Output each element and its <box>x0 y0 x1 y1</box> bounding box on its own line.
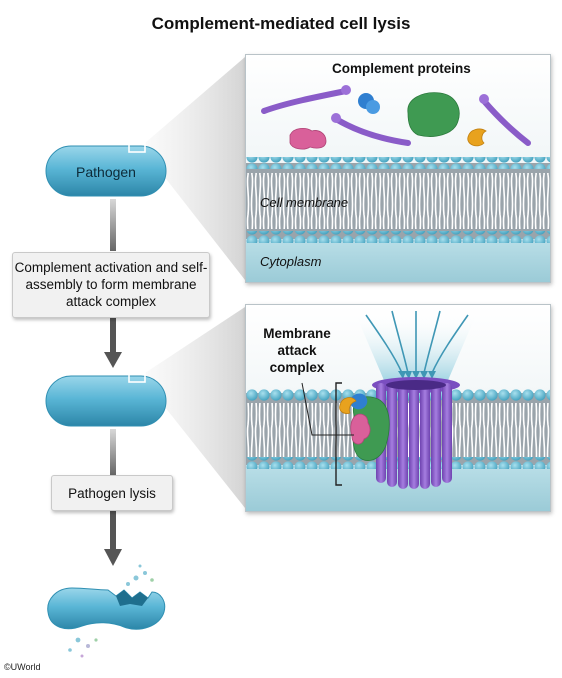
complement-protein-pink <box>289 127 327 150</box>
mac-pore-opening <box>386 380 446 390</box>
cell-membrane-label: Cell membrane <box>260 195 349 210</box>
mac-label: Membrane attack complex <box>263 326 331 375</box>
mac-protein-blue <box>350 393 368 410</box>
zoom-marker-top <box>128 141 146 153</box>
lysis-opening <box>116 590 148 606</box>
panel1-title: Complement proteins <box>332 61 471 76</box>
copyright: ©UWorld <box>4 662 41 672</box>
mac-pore-barrel <box>376 383 452 489</box>
mac-protein-orange <box>339 397 357 414</box>
cytoplasm <box>246 243 550 282</box>
lysed-pathogen <box>47 587 166 630</box>
step-complement-activation: Complement activation and self-assembly … <box>12 252 210 318</box>
panel2-art <box>246 305 550 511</box>
membrane-outer-heads <box>246 157 550 169</box>
complement-protein-rod-1 <box>261 85 351 114</box>
flow-arrow-shaft-4 <box>110 511 116 551</box>
flow-arrow-head-2 <box>104 549 122 566</box>
pathogen-label: Pathogen <box>76 164 136 180</box>
influx-arrows <box>365 310 469 374</box>
zoom-wedge-bottom <box>145 307 245 508</box>
flow-arrow-head-1 <box>104 352 122 368</box>
flow-arrow-shaft-3 <box>110 429 116 475</box>
complement-protein-green <box>407 92 460 137</box>
zoom-marker-bottom <box>128 371 146 383</box>
pathogen-cell-middle <box>45 375 167 427</box>
panel-membrane-attack-complex: Membrane attack complex <box>245 304 551 512</box>
mac-protein-pink <box>350 413 371 445</box>
flow-arrow-shaft-1 <box>110 199 116 251</box>
complement-protein-rod-2 <box>331 113 411 146</box>
figure-title: Complement-mediated cell lysis <box>151 14 411 33</box>
influx-arrowheads <box>398 371 436 379</box>
complement-protein-orange <box>467 128 487 147</box>
complement-protein-blue <box>358 93 380 114</box>
zoom-wedge-top <box>145 57 245 280</box>
membrane-inner-heads <box>246 231 550 243</box>
complement-protein-rod-3 <box>479 94 531 146</box>
panel-complement-proteins: Complement proteins Cell membrane Cytopl… <box>245 54 551 283</box>
flow-arrow-shaft-2 <box>110 318 116 354</box>
membrane-tails <box>246 173 550 229</box>
pathogen-cell-top <box>45 145 167 197</box>
mac-pointer-line <box>301 382 354 436</box>
panel1-art <box>246 55 550 282</box>
mac-bracket <box>335 382 342 486</box>
step-pathogen-lysis: Pathogen lysis <box>51 475 173 511</box>
cytoplasm-label: Cytoplasm <box>260 254 322 269</box>
released-contents <box>68 564 154 658</box>
